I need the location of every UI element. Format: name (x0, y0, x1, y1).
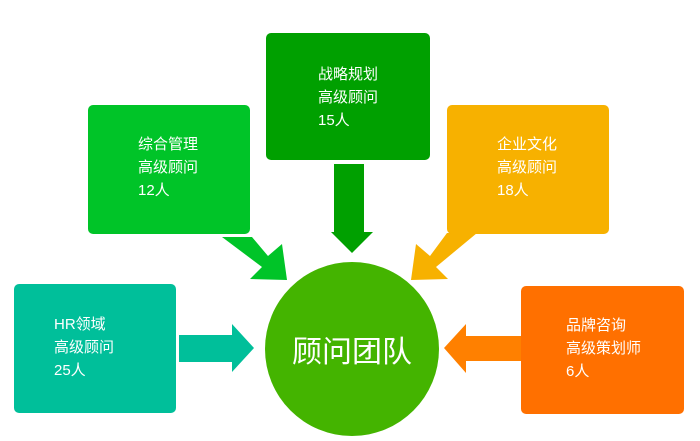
arrow-culture (411, 233, 477, 280)
node-count: 15人 (318, 112, 350, 129)
node-management: 综合管理 高级顾问 12人 (88, 105, 250, 234)
center-circle: 顾问团队 (265, 262, 439, 436)
node-strategy: 战略规划 高级顾问 15人 (266, 33, 430, 160)
center-label: 顾问团队 (292, 336, 412, 369)
node-role: 高级策划师 (566, 340, 642, 357)
node-count: 18人 (497, 182, 529, 199)
arrow-hr (179, 324, 254, 372)
node-title: 综合管理 (138, 136, 199, 153)
node-hr: HR领域 高级顾问 25人 (14, 284, 176, 413)
node-role: 高级顾问 (318, 89, 379, 106)
node-title: 品牌咨询 (566, 317, 627, 334)
node-role: 高级顾问 (138, 159, 199, 176)
node-title: HR领域 (54, 316, 106, 333)
node-count: 25人 (54, 362, 86, 379)
node-role: 高级顾问 (497, 159, 558, 176)
arrow-management (222, 237, 287, 280)
arrow-strategy (331, 164, 373, 253)
node-title: 战略规划 (318, 66, 379, 83)
node-brand: 品牌咨询 高级策划师 6人 (521, 286, 684, 414)
node-culture: 企业文化 高级顾问 18人 (447, 105, 609, 234)
node-count: 6人 (566, 363, 590, 380)
node-count: 12人 (138, 182, 170, 199)
node-title: 企业文化 (497, 136, 558, 153)
node-role: 高级顾问 (54, 339, 115, 356)
arrow-brand (444, 324, 521, 373)
